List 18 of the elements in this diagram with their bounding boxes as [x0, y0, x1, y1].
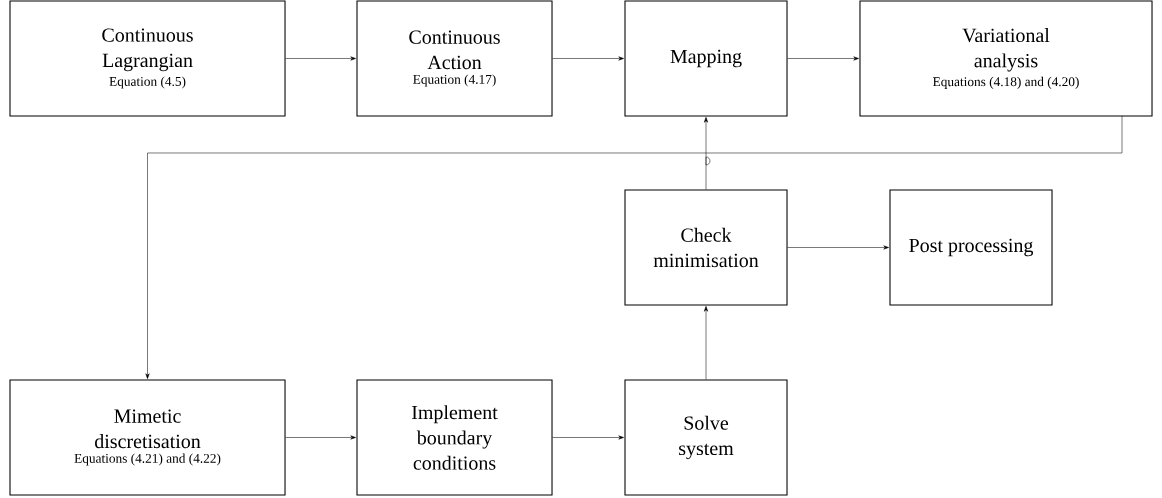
process-box: Post processing [889, 189, 1053, 306]
process-box: Mapping [624, 0, 788, 117]
arrow [704, 306, 708, 380]
process-box: Variational analysis Equations (4.18) and (4.20) [859, 0, 1153, 117]
arrow [787, 245, 889, 250]
process-box: Mimetic discretisation Equations (4.21) and (4.22) [9, 379, 286, 496]
arrow [552, 56, 624, 61]
process-box: Check minimisation [624, 189, 788, 306]
process-box: Continuous Lagrangian Equation (4.5) [9, 0, 286, 117]
arrow [285, 56, 356, 61]
arrow [145, 115, 1123, 379]
arrow [704, 117, 711, 190]
process-box: Implement boundary conditions [356, 379, 553, 496]
process-box: Continuous Action Equation (4.17) [356, 0, 553, 117]
arrow [285, 435, 356, 440]
process-box: Solve system [624, 379, 788, 496]
arrow [787, 56, 859, 61]
arrow [552, 435, 624, 440]
